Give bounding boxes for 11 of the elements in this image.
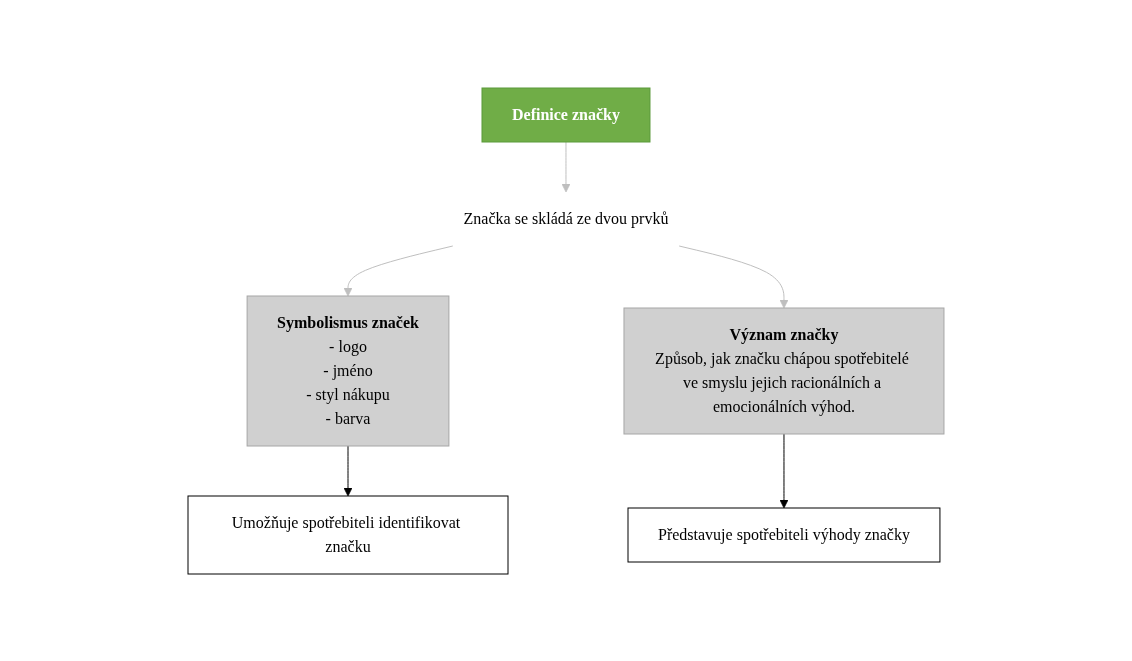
node-box: Symbolismus značek - logo - jméno - styl nákupu - barva [246,295,450,446]
node-box: Představuje spotřebiteli výhody značky [627,507,941,562]
node-text: Značka se skládá ze dvou prvků [463,209,669,227]
arrow [561,141,571,192]
arrow [343,445,353,496]
node-box: Umožňuje spotřebiteli identifikovat značku [187,495,509,574]
arrow [779,433,789,508]
arrow [678,245,789,308]
node-box: Definice značky [481,87,651,142]
arrow [343,245,454,296]
node-box: Význam značky Způsob, jak značku chápou spotřebitelé ve smyslu jejich racionálních a emocionálních výhod. [623,307,945,434]
